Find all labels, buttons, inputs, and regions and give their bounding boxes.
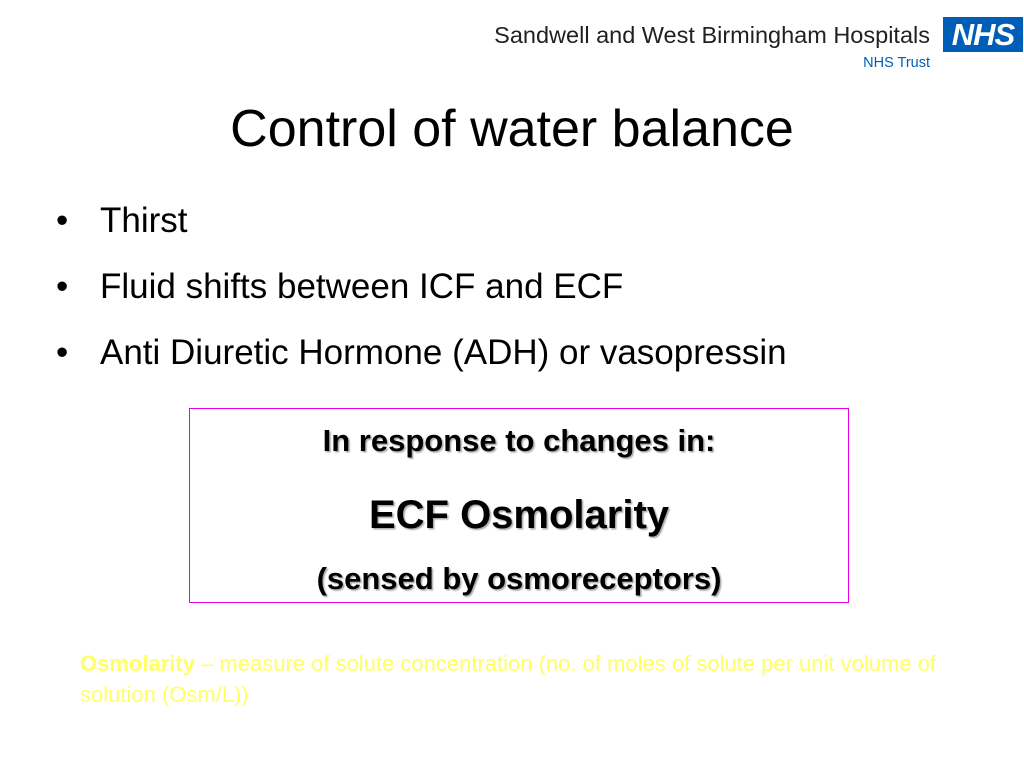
organization-name: Sandwell and West Birmingham Hospitals xyxy=(494,22,930,48)
bullet-list: • Thirst • Fluid shifts between ICF and … xyxy=(56,188,986,386)
response-note: (sensed by osmoreceptors) xyxy=(316,561,722,596)
definition-term: Osmolarity xyxy=(80,651,195,676)
response-main: ECF Osmolarity xyxy=(368,493,670,537)
nhs-logo: NHS xyxy=(943,17,1023,52)
bullet-text: Fluid shifts between ICF and ECF xyxy=(100,267,624,306)
bullet-item: • Thirst xyxy=(56,188,986,254)
response-box: In response to changes in: ECF Osmolarit… xyxy=(189,408,849,603)
bullet-icon: • xyxy=(56,201,69,240)
bullet-icon: • xyxy=(56,333,69,372)
definition-text: Osmolarity – measure of solute concentra… xyxy=(80,648,950,710)
organization-subtitle: NHS Trust xyxy=(863,55,930,71)
bullet-item: • Anti Diuretic Hormone (ADH) or vasopre… xyxy=(56,320,986,386)
definition-body: – measure of solute concentration (no. o… xyxy=(80,651,937,707)
bullet-item: • Fluid shifts between ICF and ECF xyxy=(56,254,986,320)
response-heading: In response to changes in: xyxy=(322,423,716,458)
bullet-text: Thirst xyxy=(100,201,188,240)
bullet-icon: • xyxy=(56,267,69,306)
bullet-text: Anti Diuretic Hormone (ADH) or vasopress… xyxy=(100,333,787,372)
slide-title: Control of water balance xyxy=(230,100,794,158)
